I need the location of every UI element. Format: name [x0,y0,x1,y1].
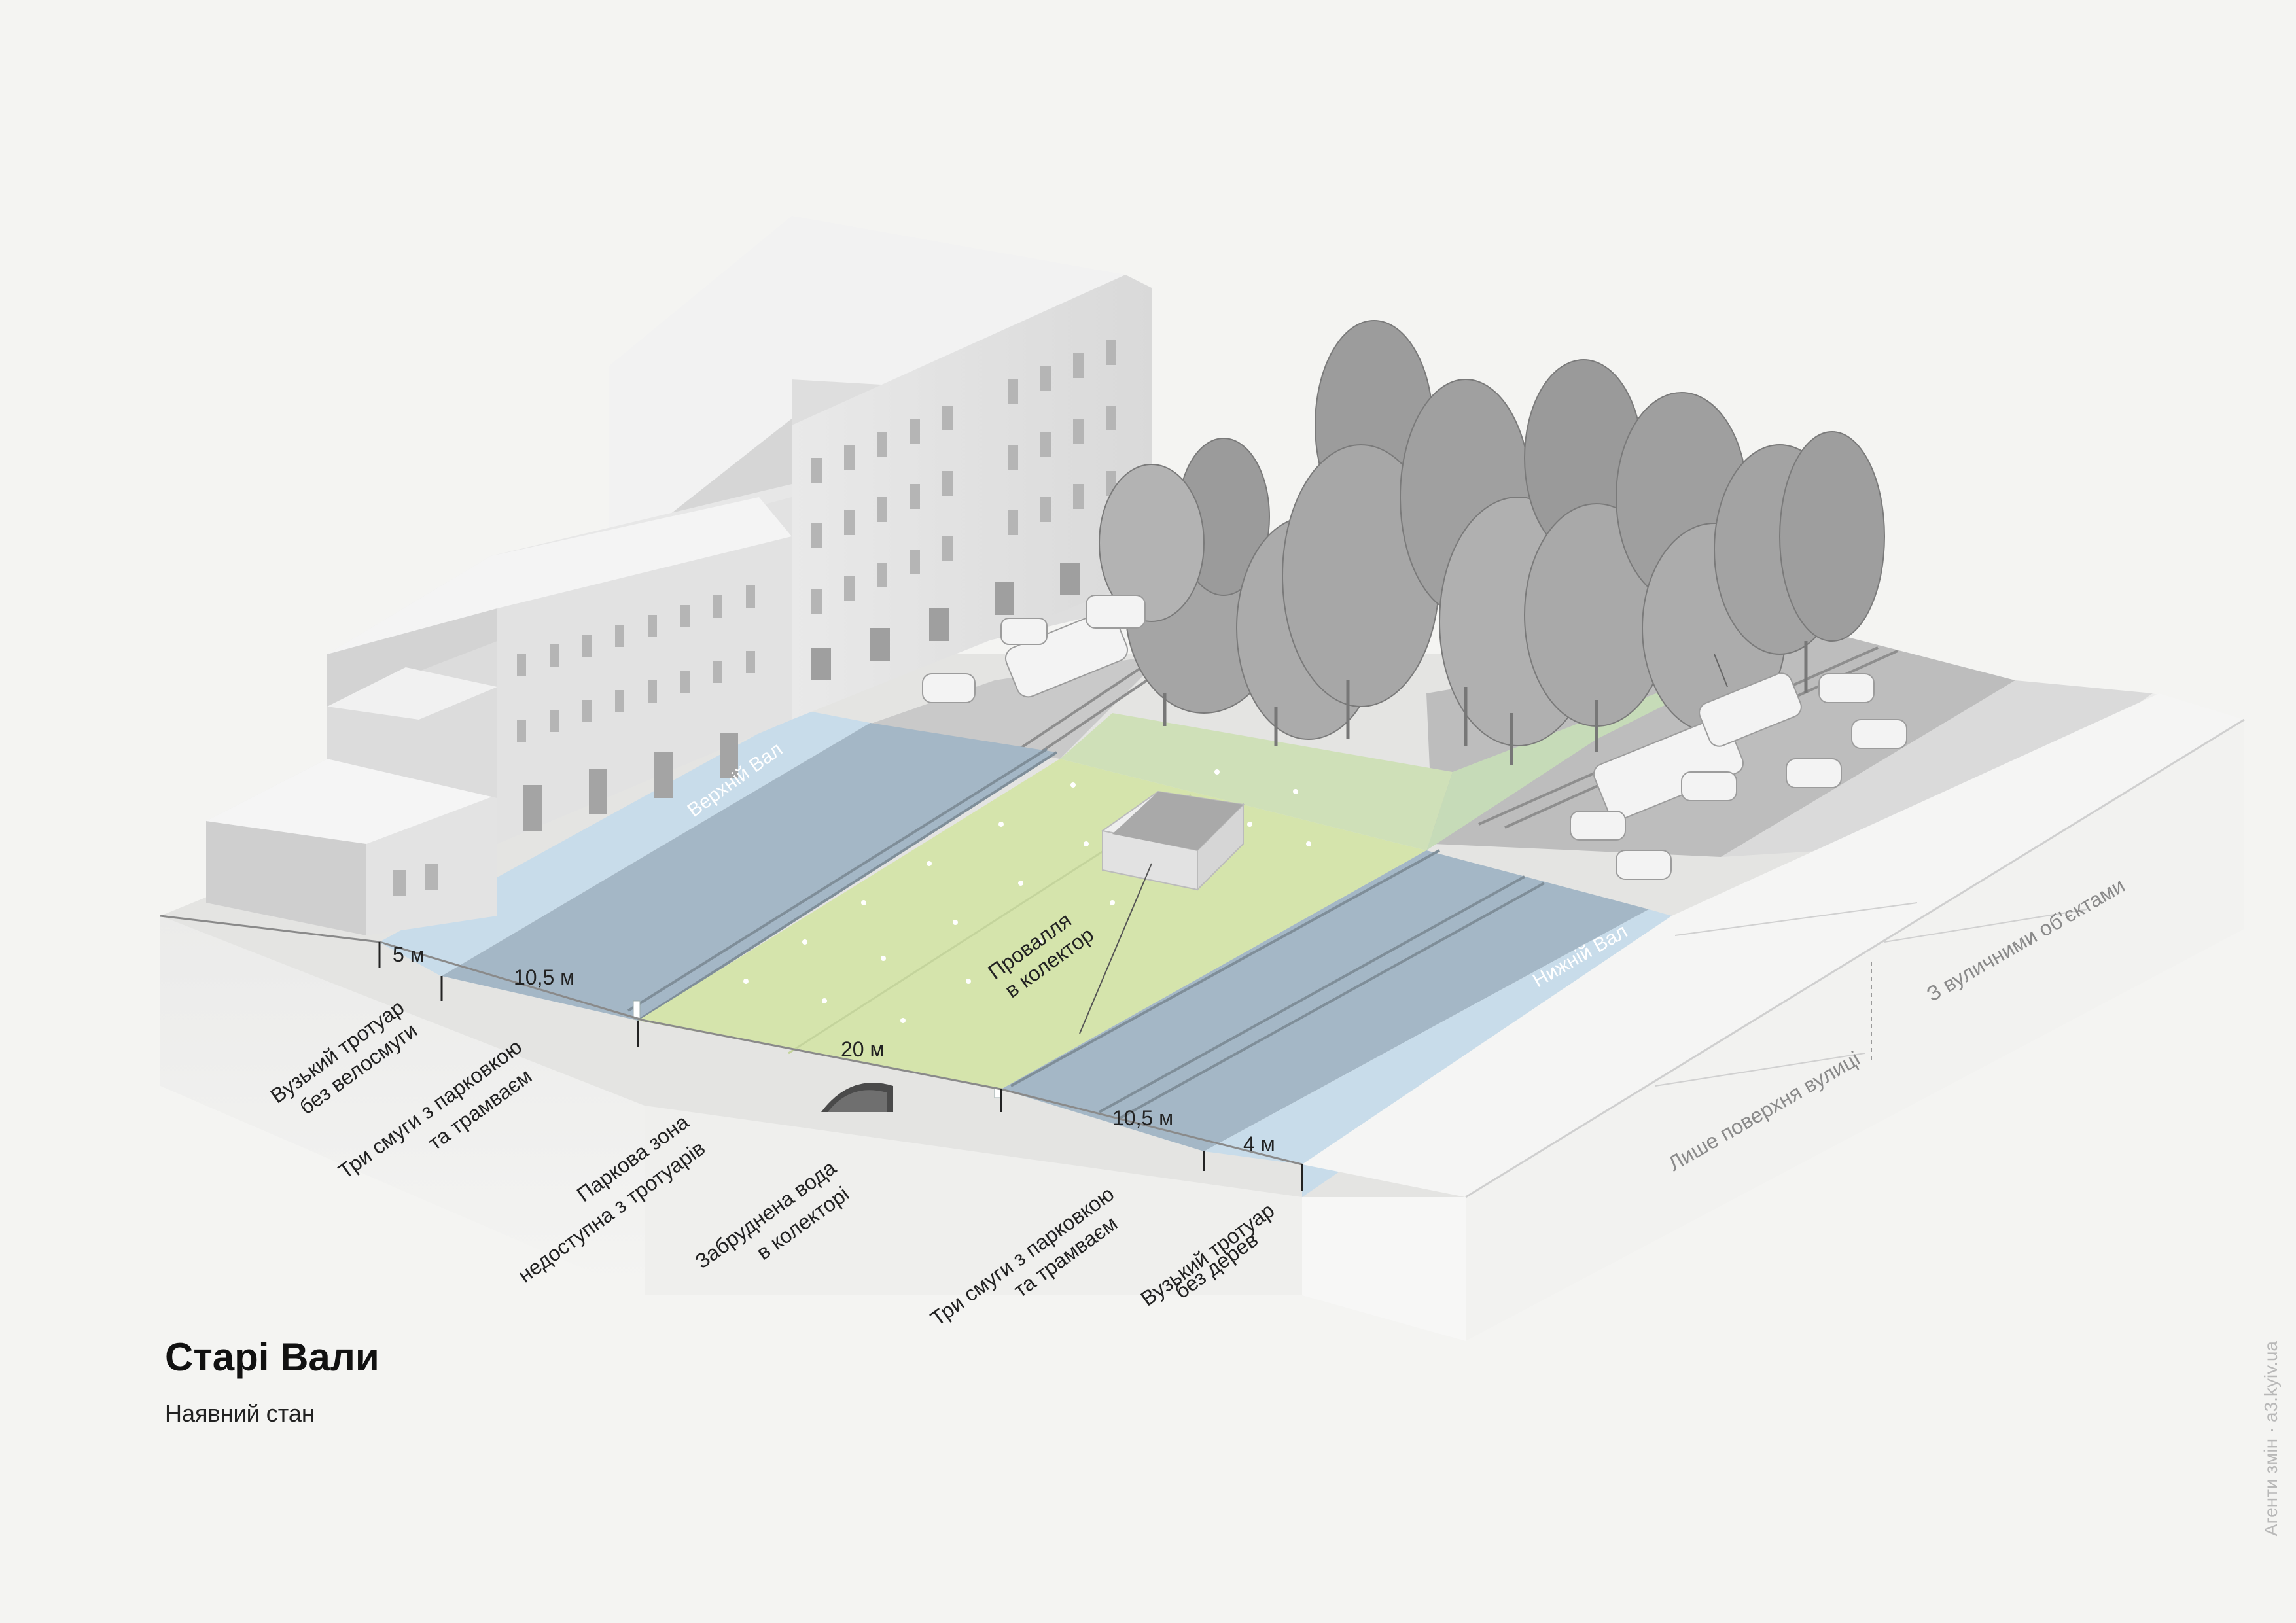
credit: Агенти змін · a3.kyiv.ua [2261,1341,2281,1537]
width-road-lower: 10,5 м [1112,1106,1173,1130]
dimension-ticks [378,942,1303,1191]
sinkhole-fence [1079,790,1245,1034]
page-title: Старі Вали [165,1335,380,1379]
block-front-face [160,916,1302,1295]
upper-sidewalk [380,710,870,976]
upper-road [442,723,1057,1021]
block-right-face [1302,720,2244,1341]
width-road-upper: 10,5 м [514,966,574,989]
park-lamp-dots [743,769,1311,1023]
page-subtitle: Наявний стан [165,1400,315,1427]
width-sidewalk-upper: 5 м [393,943,425,966]
width-sidewalk-lower: 4 м [1243,1132,1275,1156]
vehicles [922,595,1907,880]
lower-sidewalk [1204,909,1672,1164]
width-park: 20 м [841,1038,884,1061]
building-windows [393,340,1116,896]
outer-surface [1302,693,2244,1197]
collector-tunnel [821,1083,893,1112]
